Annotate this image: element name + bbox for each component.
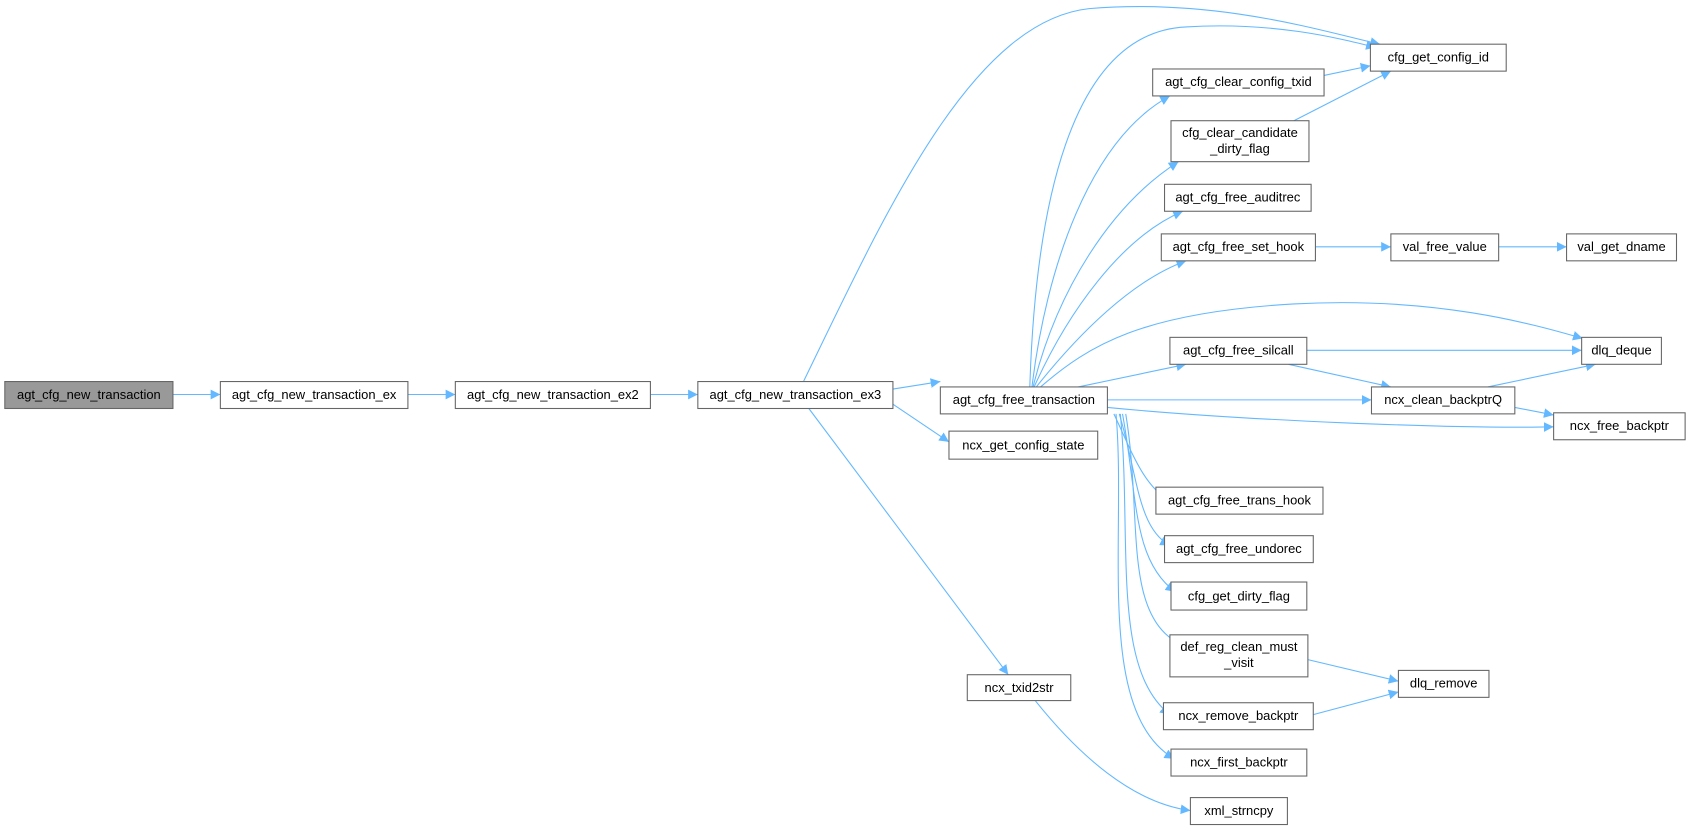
edge-free-to-get-config-id	[1029, 25, 1376, 387]
edges	[172, 6, 1596, 815]
svg-text:dlq_remove: dlq_remove	[1410, 676, 1478, 691]
edge-free-to-dirty-flag	[1121, 413, 1176, 593]
svg-text:agt_cfg_new_transaction: agt_cfg_new_transaction	[17, 387, 161, 402]
edge-free-to-dlq-deque	[1040, 302, 1583, 388]
node-xml-strncpy[interactable]: xml_strncpy	[1189, 797, 1288, 826]
svg-text:agt_cfg_free_trans_hook: agt_cfg_free_trans_hook	[1168, 492, 1312, 507]
svg-text:ncx_free_backptr: ncx_free_backptr	[1570, 418, 1670, 433]
node-agt-cfg-free-trans-hook[interactable]: agt_cfg_free_trans_hook	[1155, 486, 1324, 515]
svg-text:dlq_deque: dlq_deque	[1591, 343, 1651, 358]
svg-text:ncx_remove_backptr: ncx_remove_backptr	[1178, 708, 1299, 723]
edge-clear-candidate-to-config-id	[1293, 70, 1392, 122]
node-val-get-dname[interactable]: val_get_dname	[1566, 233, 1678, 262]
node-cfg-get-config-id[interactable]: cfg_get_config_id	[1369, 43, 1507, 72]
svg-text:_dirty_flag: _dirty_flag	[1209, 141, 1270, 156]
node-ncx-free-backptr[interactable]: ncx_free_backptr	[1553, 412, 1686, 441]
nodes: agt_cfg_new_transaction agt_cfg_new_tran…	[4, 43, 1686, 826]
svg-text:agt_cfg_free_undorec: agt_cfg_free_undorec	[1176, 541, 1302, 556]
svg-text:_visit: _visit	[1223, 655, 1254, 670]
svg-text:agt_cfg_free_transaction: agt_cfg_free_transaction	[953, 392, 1095, 407]
edge-def-reg-to-dlq-remove	[1307, 659, 1399, 684]
svg-text:xml_strncpy: xml_strncpy	[1204, 803, 1273, 818]
svg-text:cfg_clear_candidate: cfg_clear_candidate	[1182, 125, 1298, 140]
svg-text:agt_cfg_new_transaction_ex: agt_cfg_new_transaction_ex	[232, 387, 397, 402]
node-agt-cfg-free-transaction[interactable]: agt_cfg_free_transaction	[939, 386, 1108, 415]
node-ncx-txid2str[interactable]: ncx_txid2str	[966, 674, 1072, 702]
svg-text:val_free_value: val_free_value	[1403, 239, 1487, 254]
svg-text:cfg_get_dirty_flag: cfg_get_dirty_flag	[1188, 588, 1290, 603]
svg-text:cfg_get_config_id: cfg_get_config_id	[1388, 49, 1489, 64]
svg-text:ncx_first_backptr: ncx_first_backptr	[1190, 754, 1288, 769]
svg-text:agt_cfg_free_auditrec: agt_cfg_free_auditrec	[1175, 190, 1301, 205]
edge-free-to-auditrec	[1033, 210, 1184, 388]
node-agt-cfg-free-undorec[interactable]: agt_cfg_free_undorec	[1163, 535, 1314, 564]
edge-ex3-to-txid2str	[808, 408, 1009, 676]
node-ncx-remove-backptr[interactable]: ncx_remove_backptr	[1162, 702, 1314, 731]
node-val-free-value[interactable]: val_free_value	[1390, 233, 1500, 262]
edge-silcall-to-clean-backptrq	[1288, 363, 1391, 390]
edge-ex3-to-get-config-state	[892, 403, 950, 443]
edge-txid2str-to-strncpy	[1034, 700, 1191, 815]
node-agt-cfg-free-silcall[interactable]: agt_cfg_free_silcall	[1169, 336, 1308, 365]
node-agt-cfg-new-transaction-ex2[interactable]: agt_cfg_new_transaction_ex2	[454, 381, 651, 410]
edge-remove-backptr-to-dlq-remove	[1313, 689, 1399, 716]
svg-text:agt_cfg_new_transaction_ex3: agt_cfg_new_transaction_ex3	[710, 387, 882, 402]
node-dlq-remove[interactable]: dlq_remove	[1397, 669, 1490, 698]
edge-clean-to-free-backptr	[1514, 406, 1554, 418]
svg-text:agt_cfg_clear_config_txid: agt_cfg_clear_config_txid	[1165, 74, 1312, 89]
node-cfg-get-dirty-flag[interactable]: cfg_get_dirty_flag	[1170, 581, 1308, 611]
node-ncx-get-config-state[interactable]: ncx_get_config_state	[948, 430, 1099, 460]
node-agt-cfg-free-set-hook[interactable]: agt_cfg_free_set_hook	[1160, 233, 1316, 262]
edge-free-to-first-backptr	[1115, 413, 1175, 760]
node-agt-cfg-clear-config-txid[interactable]: agt_cfg_clear_config_txid	[1152, 68, 1325, 97]
edge-clear-txid-to-config-id	[1323, 62, 1371, 76]
edge-free-to-clear-config-txid	[1031, 95, 1171, 388]
edge-free-to-set-hook	[1035, 259, 1187, 388]
edge-free-to-clear-candidate	[1032, 161, 1179, 388]
svg-text:ncx_txid2str: ncx_txid2str	[985, 680, 1055, 695]
edge-free-to-def-reg	[1125, 413, 1181, 646]
svg-text:agt_cfg_free_set_hook: agt_cfg_free_set_hook	[1173, 239, 1305, 254]
node-def-reg-clean-must-visit[interactable]: def_reg_clean_must_visit	[1169, 634, 1309, 678]
edge-free-to-silcall	[1078, 361, 1187, 388]
node-agt-cfg-new-transaction[interactable]: agt_cfg_new_transaction	[4, 381, 174, 410]
node-dlq-deque[interactable]: dlq_deque	[1581, 336, 1662, 365]
svg-text:val_get_dname: val_get_dname	[1577, 239, 1665, 254]
edge-free-to-remove-backptr	[1119, 413, 1171, 716]
node-agt-cfg-new-transaction-ex3[interactable]: agt_cfg_new_transaction_ex3	[697, 381, 894, 410]
node-ncx-clean-backptrq[interactable]: ncx_clean_backptrQ	[1370, 386, 1516, 415]
node-agt-cfg-free-auditrec[interactable]: agt_cfg_free_auditrec	[1163, 183, 1312, 212]
svg-text:agt_cfg_free_silcall: agt_cfg_free_silcall	[1183, 343, 1294, 358]
svg-text:ncx_get_config_state: ncx_get_config_state	[962, 437, 1084, 452]
node-ncx-first-backptr[interactable]: ncx_first_backptr	[1170, 748, 1308, 777]
edge-ex3-to-get-config-id	[802, 6, 1381, 382]
edge-clean-to-dlq-deque	[1487, 361, 1596, 388]
node-cfg-clear-candidate-dirty-flag[interactable]: cfg_clear_candidate_dirty_flag	[1170, 120, 1310, 163]
edge-free-to-undorec	[1118, 413, 1171, 546]
svg-text:def_reg_clean_must: def_reg_clean_must	[1180, 639, 1298, 654]
edge-ex3-to-free-transaction	[892, 378, 941, 390]
node-agt-cfg-new-transaction-ex[interactable]: agt_cfg_new_transaction_ex	[219, 381, 409, 410]
svg-text:ncx_clean_backptrQ: ncx_clean_backptrQ	[1384, 392, 1502, 407]
svg-text:agt_cfg_new_transaction_ex2: agt_cfg_new_transaction_ex2	[467, 387, 639, 402]
edge-free-to-free-backptr	[1107, 406, 1554, 432]
